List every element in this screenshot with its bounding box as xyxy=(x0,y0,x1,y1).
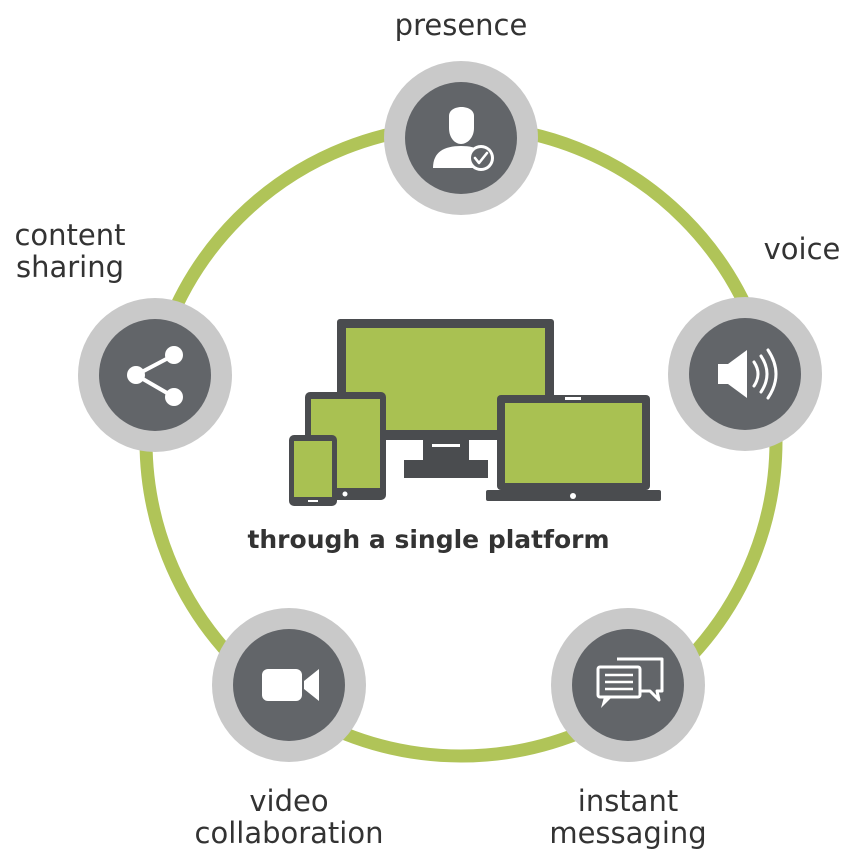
label-messaging-line: messaging xyxy=(549,816,707,850)
user-check-icon xyxy=(433,107,494,171)
label-video-collaboration: video collaboration xyxy=(174,785,404,849)
video-camera-icon xyxy=(262,669,319,701)
content-sharing-circle xyxy=(99,319,211,431)
label-presence: presence xyxy=(361,9,561,41)
label-voice-line: voice xyxy=(763,232,841,266)
label-video-line: video xyxy=(249,784,329,818)
instant-messaging-node xyxy=(551,608,705,762)
phone-icon xyxy=(289,435,337,506)
video-collaboration-node xyxy=(212,608,366,762)
label-content-line: content xyxy=(14,218,126,252)
label-instant-messaging: instant messaging xyxy=(528,785,728,849)
content-sharing-node xyxy=(78,298,232,452)
devices-icon xyxy=(289,319,661,506)
center-caption: through a single platform xyxy=(247,525,610,554)
label-presence-line: presence xyxy=(394,8,528,42)
speaker-icon xyxy=(718,348,778,400)
label-voice: voice xyxy=(747,233,857,265)
label-collaboration-line: collaboration xyxy=(194,816,384,850)
laptop-icon xyxy=(486,395,661,501)
label-instant-line: instant xyxy=(577,784,679,818)
label-sharing-line: sharing xyxy=(15,250,125,284)
voice-node xyxy=(668,297,822,451)
label-content-sharing: content sharing xyxy=(0,219,140,283)
share-icon xyxy=(127,346,183,406)
chat-icon xyxy=(596,657,664,708)
presence-node xyxy=(384,61,538,215)
